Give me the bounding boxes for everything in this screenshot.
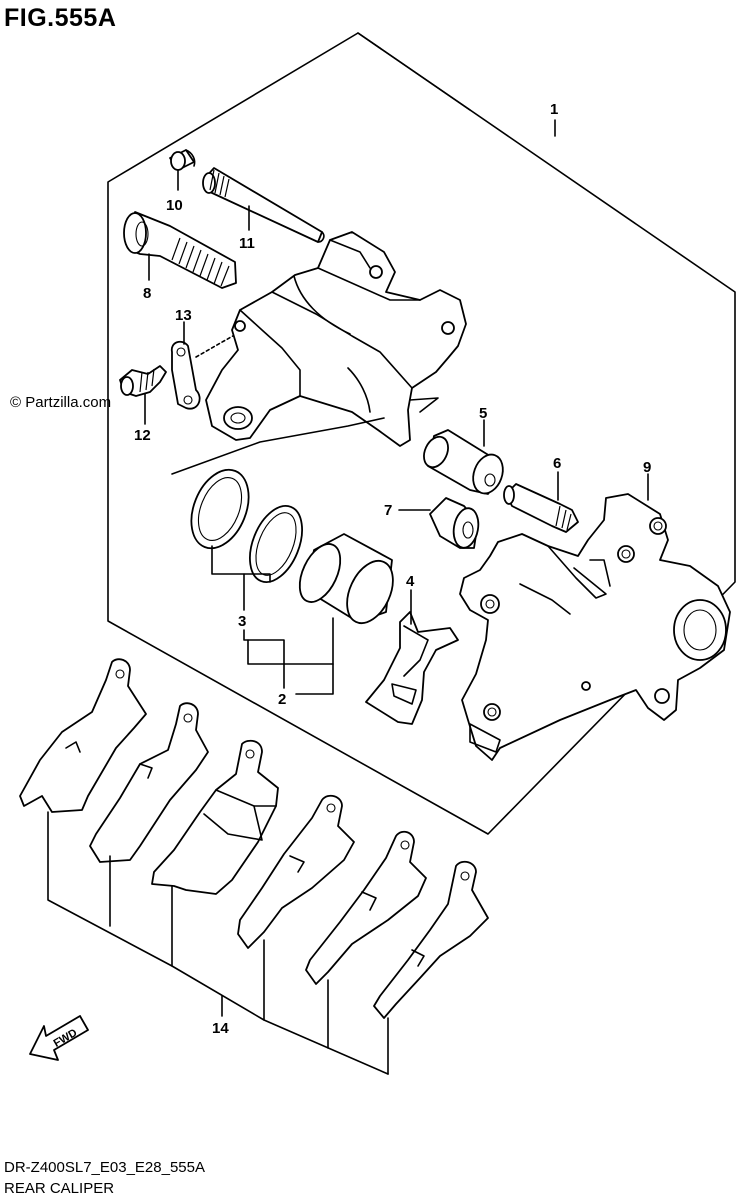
part-14-pad-2[interactable] <box>89 702 209 863</box>
figure-title: FIG.555A <box>4 4 117 32</box>
callout-2[interactable]: 2 <box>278 691 286 708</box>
part-14-pad-3[interactable] <box>151 739 279 895</box>
assembly-box <box>107 32 736 835</box>
callout-14[interactable]: 14 <box>212 1020 229 1037</box>
callout-6[interactable]: 6 <box>553 455 561 472</box>
part-14-pad-6[interactable] <box>373 860 489 1019</box>
callout-1[interactable]: 1 <box>550 101 558 118</box>
part-12-bleeder[interactable] <box>119 365 167 397</box>
part-8-bolt[interactable] <box>123 211 237 289</box>
callout-8[interactable]: 8 <box>143 285 151 302</box>
callout-3[interactable]: 3 <box>238 613 246 630</box>
caliper-body[interactable] <box>205 231 467 447</box>
part-9-bracket[interactable] <box>459 493 731 761</box>
callout-12[interactable]: 12 <box>134 427 151 444</box>
callout-13[interactable]: 13 <box>175 307 192 324</box>
leader-lines <box>47 119 649 1075</box>
callout-5[interactable]: 5 <box>479 405 487 422</box>
part-10-cap[interactable] <box>169 149 196 171</box>
part-6-pin[interactable] <box>503 483 579 533</box>
part-2-piston[interactable] <box>291 533 402 630</box>
fwd-arrow-icon: FWD <box>29 1015 89 1061</box>
part-14-pad-4[interactable] <box>237 794 355 949</box>
part-5-sleeve[interactable] <box>419 429 508 498</box>
part-14-pad-5[interactable] <box>305 830 427 985</box>
diagram-code: DR-Z400SL7_E03_E28_555A <box>4 1159 205 1176</box>
part-14-pad-1[interactable] <box>19 658 147 813</box>
part-13-plate[interactable] <box>170 332 239 410</box>
diagram-name: REAR CALIPER <box>4 1180 115 1197</box>
callout-10[interactable]: 10 <box>166 197 183 214</box>
partzilla-watermark: © Partzilla.com <box>10 394 112 411</box>
part-11-pin-bolt[interactable] <box>202 167 325 243</box>
callout-9[interactable]: 9 <box>643 459 651 476</box>
callout-4[interactable]: 4 <box>406 573 415 590</box>
part-7-boot[interactable] <box>429 497 481 550</box>
part-3-seal-outer[interactable] <box>181 461 260 557</box>
part-4-spring[interactable] <box>365 611 459 725</box>
callout-11[interactable]: 11 <box>239 235 255 252</box>
callout-7[interactable]: 7 <box>384 502 392 519</box>
